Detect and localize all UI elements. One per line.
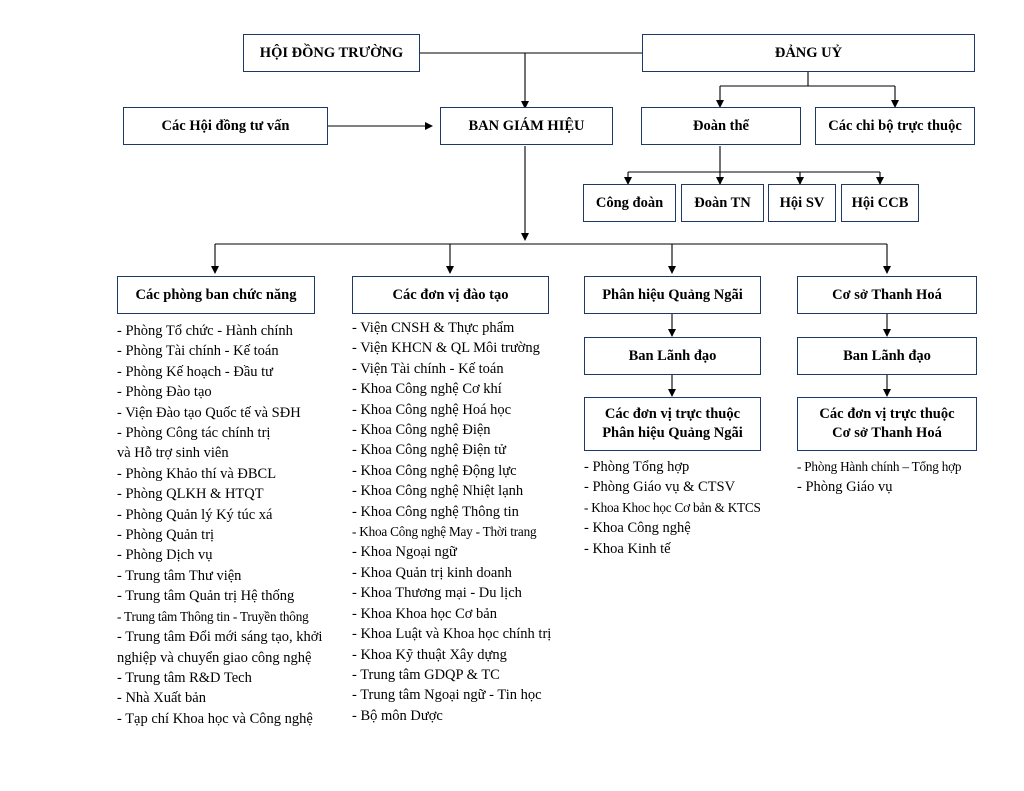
don-vi-dao-tao-list: - Viện CNSH & Thực phẩm - Viện KHCN & QL… [352,318,551,726]
list-item: - Phòng Công tác chính trị [117,425,271,442]
list-item: - Phòng Giáo vụ [797,479,893,496]
doan-the-label: Đoàn thể [693,117,749,134]
list-item: - Khoa Công nghệ Động lực [352,462,517,479]
list-item: - Phòng Đào tạo [117,384,212,401]
co-so-box: Cơ sở Thanh Hoá [797,276,977,314]
list-item: - Khoa Thương mại - Du lịch [352,585,522,602]
co-so-lanh-dao-label: Ban Lãnh đạo [843,347,931,364]
co-so-lanh-dao-box: Ban Lãnh đạo [797,337,977,375]
list-item: - Khoa Công nghệ Thông tin [352,503,519,520]
phan-hieu-don-vi-line2: Phân hiệu Quảng Ngãi [602,425,743,441]
list-item: - Viện KHCN & QL Môi trường [352,340,540,357]
list-item: - Trung tâm R&D Tech [117,669,252,686]
list-item: - Khoa Công nghệ Cơ khí [352,381,502,398]
phan-hieu-lanh-dao-label: Ban Lãnh đạo [628,347,717,364]
phan-hieu-lanh-dao-box: Ban Lãnh đạo [584,337,761,375]
list-item: - Khoa Khoa học Cơ bản [352,605,497,622]
chi-bo-box: Các chi bộ trực thuộc [815,107,975,145]
list-item: - Trung tâm Đổi mới sáng tạo, khởi [117,629,323,646]
list-item: - Phòng Dịch vụ [117,547,213,564]
list-item: - Khoa Quản trị kinh doanh [352,564,512,581]
list-item: - Nhà Xuất bản [117,690,206,707]
list-item: - Khoa Luật và Khoa học chính trị [352,626,552,643]
co-so-list: - Phòng Hành chính – Tổng hợp - Phòng Gi… [797,457,962,498]
list-item: - Trung tâm Quản trị Hệ thống [117,588,295,605]
list-item: - Khoa Công nghệ [584,520,691,537]
list-item: - Viện Đào tạo Quốc tế và SĐH [117,404,301,421]
list-item: - Bộ môn Dược [352,707,443,724]
list-item: - Phòng Giáo vụ & CTSV [584,479,736,496]
doan-tn-label: Đoàn TN [694,194,751,211]
hoi-sv-box: Hội SV [768,184,836,222]
chi-bo-label: Các chi bộ trực thuộc [828,117,962,134]
cong-doan-box: Công đoàn [583,184,676,222]
dang-uy-label: ĐẢNG UỶ [774,44,843,61]
co-so-don-vi-line1: Các đơn vị trực thuộc [819,406,955,422]
phong-ban-label: Các phòng ban chức năng [135,286,297,303]
hoi-dong-tu-van-label: Các Hội đồng tư vấn [161,117,290,134]
list-item: - Khoa Khoc học Cơ bản & KTCS [584,499,761,515]
list-item: - Trung tâm Ngoại ngữ - Tin học [352,687,542,704]
list-item: - Viện CNSH & Thực phẩm [352,320,515,336]
list-item: - Phòng Quản lý Ký túc xá [117,506,273,523]
hoi-sv-label: Hội SV [779,194,825,211]
list-item: - Khoa Công nghệ Hoá học [352,401,512,418]
list-item: - Khoa Công nghệ Điện [352,422,491,439]
phan-hieu-box: Phân hiệu Quảng Ngãi [584,276,761,314]
phong-ban-list: - Phòng Tổ chức - Hành chính - Phòng Tài… [117,321,322,729]
don-vi-dao-tao-box: Các đơn vị đào tạo [352,276,549,314]
phan-hieu-list: - Phòng Tổng hợp - Phòng Giáo vụ & CTSV … [584,457,761,559]
co-so-label: Cơ sở Thanh Hoá [832,286,942,303]
co-so-don-vi-box: Các đơn vị trực thuộc Cơ sở Thanh Hoá [797,397,977,451]
dang-uy-box: ĐẢNG UỶ [642,34,975,72]
list-item: - Phòng Kế hoạch - Đầu tư [117,363,274,380]
list-item: - Khoa Công nghệ Nhiệt lạnh [352,483,524,500]
ban-giam-hieu-box: BAN GIÁM HIỆU [440,107,613,145]
list-item: - Trung tâm GDQP & TC [352,666,500,683]
doan-tn-box: Đoàn TN [681,184,764,222]
list-item: - Khoa Kỹ thuật Xây dựng [352,646,507,663]
list-item: - Khoa Công nghệ Điện tử [352,442,507,459]
list-item: - Phòng Tài chính - Kế toán [117,343,279,360]
phan-hieu-don-vi-line1: Các đơn vị trực thuộc [604,406,741,422]
list-item: - Phòng Tổ chức - Hành chính [117,323,293,339]
list-item: - Khoa Công nghệ May - Thời trang [352,524,537,540]
list-item: và Hỗ trợ sinh viên [117,445,229,462]
list-item: - Phòng Hành chính – Tổng hợp [797,459,962,474]
hoi-ccb-label: Hội CCB [851,194,909,211]
hoi-dong-truong-label: HỘI ĐỒNG TRƯỜNG [259,44,404,61]
list-item: - Phòng QLKH & HTQT [117,486,264,503]
list-item: - Phòng Quản trị [117,527,215,544]
phan-hieu-don-vi-box: Các đơn vị trực thuộc Phân hiệu Quảng Ng… [584,397,761,451]
co-so-don-vi-line2: Cơ sở Thanh Hoá [832,425,942,441]
list-item: - Khoa Kinh tế [584,540,671,557]
list-item: - Trung tâm Thông tin - Truyền thông [117,608,309,624]
phan-hieu-label: Phân hiệu Quảng Ngãi [602,286,743,303]
ban-giam-hieu-label: BAN GIÁM HIỆU [468,117,585,134]
don-vi-dao-tao-label: Các đơn vị đào tạo [392,286,509,303]
list-item: - Phòng Khảo thí và ĐBCL [117,465,277,482]
doan-the-box: Đoàn thể [641,107,801,145]
hoi-dong-truong-box: HỘI ĐỒNG TRƯỜNG [243,34,420,72]
list-item: - Trung tâm Thư viện [117,567,242,584]
list-item: - Phòng Tổng hợp [584,459,690,475]
cong-doan-label: Công đoàn [595,194,664,211]
list-item: - Khoa Ngoại ngữ [352,544,457,561]
list-item: - Viện Tài chính - Kế toán [352,360,504,377]
list-item: nghiệp và chuyển giao công nghệ [117,649,312,666]
hoi-dong-tu-van-box: Các Hội đồng tư vấn [123,107,328,145]
list-item: - Tạp chí Khoa học và Công nghệ [117,710,313,727]
phong-ban-box: Các phòng ban chức năng [117,276,315,314]
hoi-ccb-box: Hội CCB [841,184,919,222]
